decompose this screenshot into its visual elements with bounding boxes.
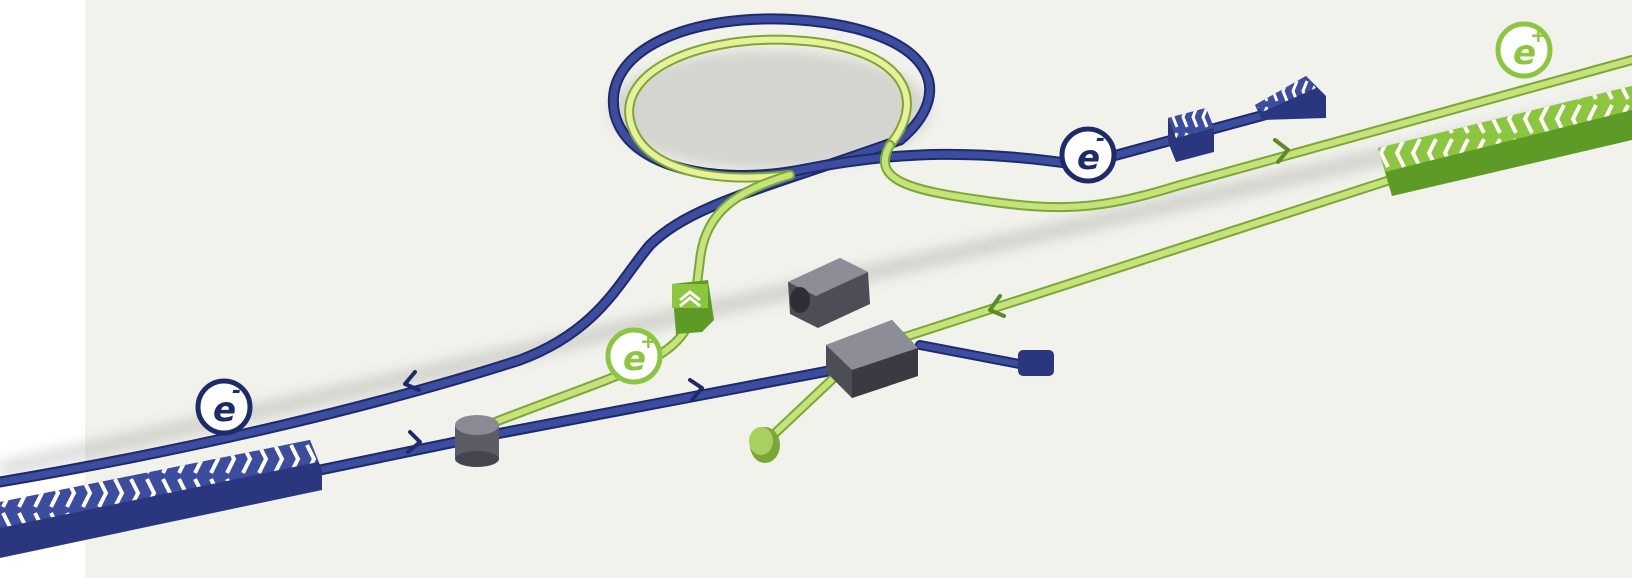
positron-label-topright-sup: + [1530,23,1547,47]
electron-label-main-base: e [213,390,236,430]
arrow-electron-drive [406,430,422,454]
electron-gun [1255,76,1326,120]
positron-dump [749,427,780,463]
electron-label-right: e - [1059,126,1117,184]
positron-capture-section [672,280,714,334]
arrow-positron-exit [1273,138,1290,164]
positron-target [826,320,918,398]
positron-label-mid: e + [605,327,663,385]
electron-label-right-sup: - [1096,127,1105,152]
positron-label-mid-base: e [623,339,646,379]
positron-linac [1378,86,1632,196]
electron-label-main-sup: - [232,379,241,404]
arrow-electron-main [403,370,421,392]
positron-label-topright-base: e [1513,33,1536,73]
electron-label-main: e - [195,378,253,436]
electron-linac [0,440,322,558]
bending-magnet [455,415,499,467]
electron-label-right-base: e [1077,138,1100,178]
direction-arrows [403,138,1290,454]
arrow-electron-target [688,378,704,402]
arrow-positron-return [988,294,1006,318]
electron-dump [1018,350,1054,376]
positron-converter [788,258,870,328]
positron-label-topright: e + [1495,21,1553,79]
positron-label-mid-sup: + [640,329,657,353]
electron-injector-block [1168,108,1214,162]
